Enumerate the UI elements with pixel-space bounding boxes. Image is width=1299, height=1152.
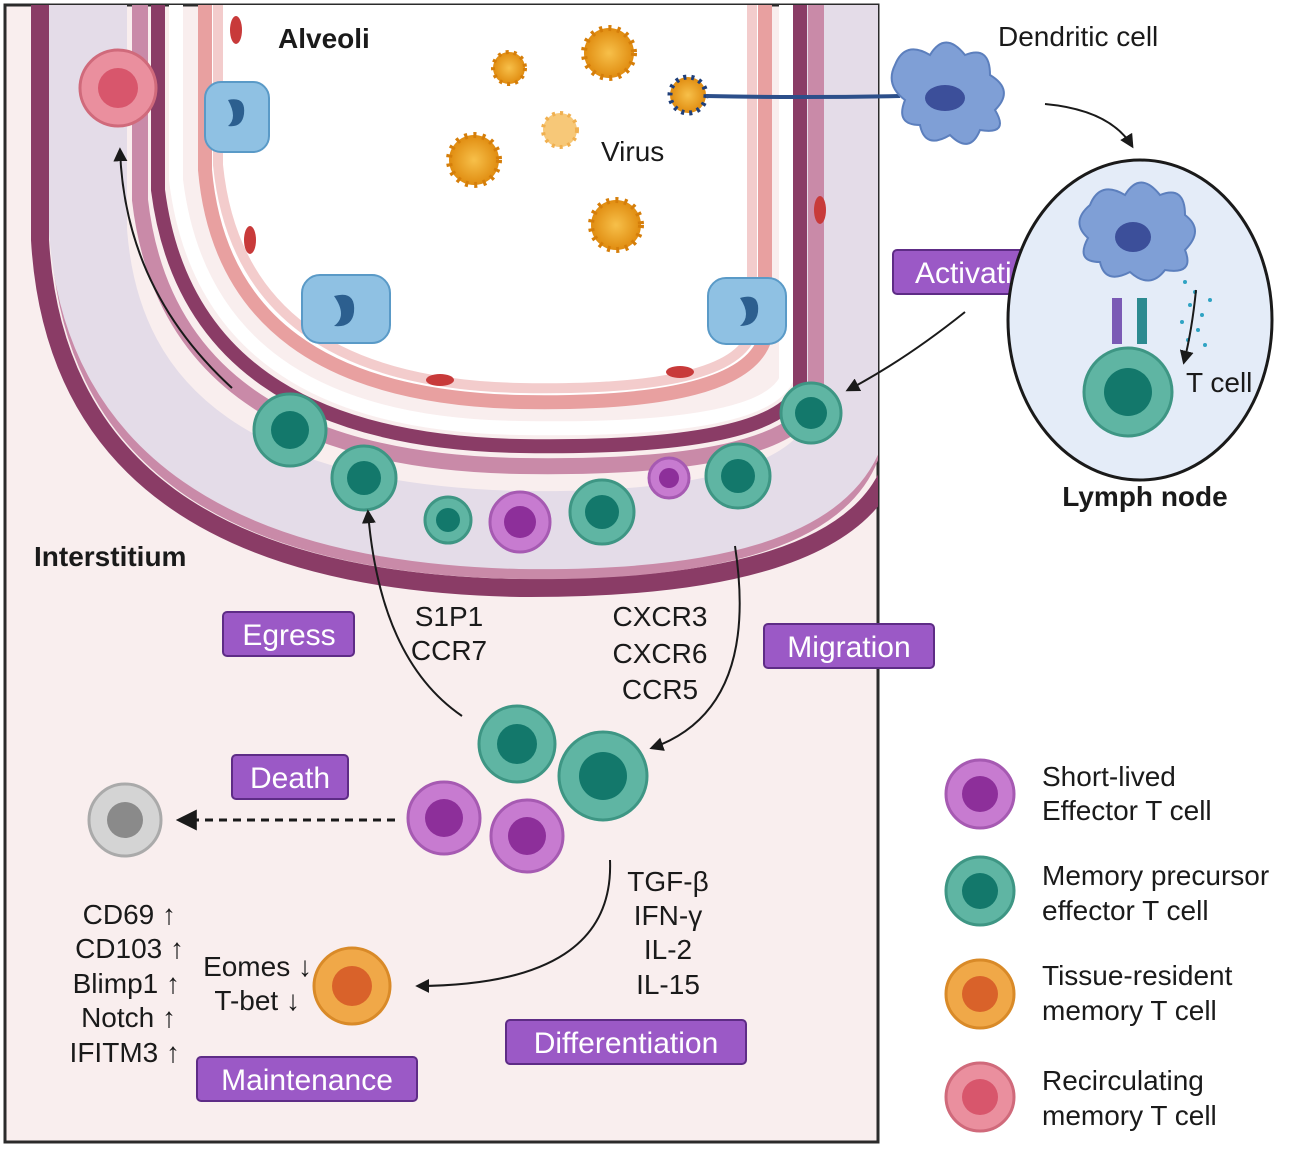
legend-label-3b: memory T cell	[1042, 995, 1217, 1026]
legend-item-short-lived: Short-lived Effector T cell	[944, 758, 1212, 830]
virus-icon	[581, 25, 637, 81]
memory-precursor-cell	[330, 444, 398, 512]
virus-label: Virus	[601, 136, 664, 167]
trm-up-3: Blimp1 ↑	[73, 968, 180, 999]
alveolar-macrophage	[204, 81, 270, 153]
epithelial-nucleus	[244, 226, 256, 254]
virus-icon	[491, 50, 527, 86]
trm-up-2: CD103 ↑	[75, 933, 184, 964]
virus-particles	[446, 25, 709, 253]
memory-precursor-cell	[779, 381, 843, 445]
dc-to-lymph-node-arrow	[1044, 103, 1134, 149]
tag-egress: Egress	[222, 611, 355, 657]
epithelial-nucleus	[666, 366, 694, 378]
virus-icon	[588, 197, 644, 253]
trm-up-1: CD69 ↑	[83, 899, 176, 930]
tag-differentiation-label: Differentiation	[534, 1027, 719, 1060]
legend-item-recirculating: Recirculating memory T cell	[944, 1061, 1217, 1133]
recirculation-arrow	[113, 147, 233, 389]
differentiation-arrow	[415, 859, 612, 993]
legend-label-1a: Short-lived	[1042, 761, 1176, 792]
short-lived-effector-cell	[647, 456, 691, 500]
legend-label-4b: memory T cell	[1042, 1100, 1217, 1131]
memory-precursor-cell	[704, 442, 772, 510]
memory-precursor-cell	[477, 704, 557, 784]
alveoli-label: Alveoli	[278, 23, 370, 54]
vessel-cells	[252, 381, 843, 554]
migration-marker-1: CXCR3	[613, 601, 708, 632]
legend-label-2b: effector T cell	[1042, 895, 1209, 926]
tag-migration-label: Migration	[787, 631, 910, 664]
tag-maintenance-label: Maintenance	[221, 1064, 393, 1097]
dead-cell	[87, 782, 163, 858]
virus-icon	[667, 74, 709, 116]
migration-marker-2: CXCR6	[613, 638, 708, 669]
diff-factor-1: TGF-β	[627, 866, 708, 897]
tag-death-label: Death	[250, 762, 330, 795]
legend-label-3a: Tissue-resident	[1042, 960, 1233, 991]
tissue-resident-memory-cell	[312, 946, 392, 1026]
t-cell-label: T cell	[1186, 367, 1252, 398]
legend-item-memory-precursor: Memory precursor effector T cell	[944, 855, 1269, 927]
migration-arrow	[649, 545, 741, 751]
trm-down-1: Eomes ↓	[203, 951, 312, 982]
tag-maintenance: Maintenance	[196, 1056, 418, 1102]
diff-factor-4: IL-15	[636, 969, 700, 1000]
migration-marker-3: CCR5	[622, 674, 698, 705]
legend-label-1b: Effector T cell	[1042, 795, 1212, 826]
short-lived-effector-cell	[488, 490, 552, 554]
dendritic-cell-migrating	[705, 41, 1005, 145]
memory-precursor-cell	[557, 730, 649, 822]
virus-icon	[446, 132, 502, 188]
tag-egress-label: Egress	[242, 619, 335, 652]
interstitium-label: Interstitium	[34, 541, 186, 572]
legend-label-2a: Memory precursor	[1042, 860, 1269, 891]
virus-icon	[541, 111, 579, 149]
egress-arrow	[361, 509, 463, 717]
recirculating-t-cell	[78, 48, 158, 128]
memory-precursor-cell	[423, 495, 473, 545]
trm-up-5: IFITM3 ↑	[70, 1037, 180, 1068]
trm-down-2: T-bet ↓	[214, 985, 300, 1016]
activation-arrow	[845, 311, 966, 392]
alveolar-macrophage	[301, 274, 391, 344]
legend-label-4a: Recirculating	[1042, 1065, 1204, 1096]
short-lived-effector-cell	[489, 798, 565, 874]
lymph-node-label: Lymph node	[1062, 481, 1227, 512]
alveolar-macrophage	[707, 277, 787, 345]
dendritic-cell-label: Dendritic cell	[998, 21, 1158, 52]
memory-precursor-cell	[252, 392, 328, 468]
diff-factor-3: IL-2	[644, 934, 692, 965]
short-lived-effector-cell	[406, 780, 482, 856]
costim-receptor	[1137, 298, 1147, 344]
epithelial-nucleus	[814, 196, 826, 224]
memory-precursor-cell	[568, 478, 636, 546]
epithelial-nucleus	[426, 374, 454, 386]
dendritic-cell-in-node	[1078, 181, 1196, 282]
tag-death: Death	[231, 754, 349, 800]
egress-marker-2: CCR7	[411, 635, 487, 666]
legend: Short-lived Effector T cell Memory precu…	[944, 758, 1269, 1133]
tag-migration: Migration	[763, 623, 935, 669]
egress-marker-1: S1P1	[415, 601, 484, 632]
epithelial-nucleus	[230, 16, 242, 44]
interstitial-cell-cluster	[406, 704, 649, 874]
tcr-receptor	[1112, 298, 1122, 344]
lymph-node	[1006, 158, 1274, 482]
cytokine-arrow	[1179, 289, 1197, 365]
legend-item-tissue-resident: Tissue-resident memory T cell	[944, 958, 1233, 1030]
tag-differentiation: Differentiation	[505, 1019, 747, 1065]
trm-up-4: Notch ↑	[81, 1002, 176, 1033]
diff-factor-2: IFN-γ	[634, 900, 702, 931]
naive-t-cell	[1082, 346, 1174, 438]
